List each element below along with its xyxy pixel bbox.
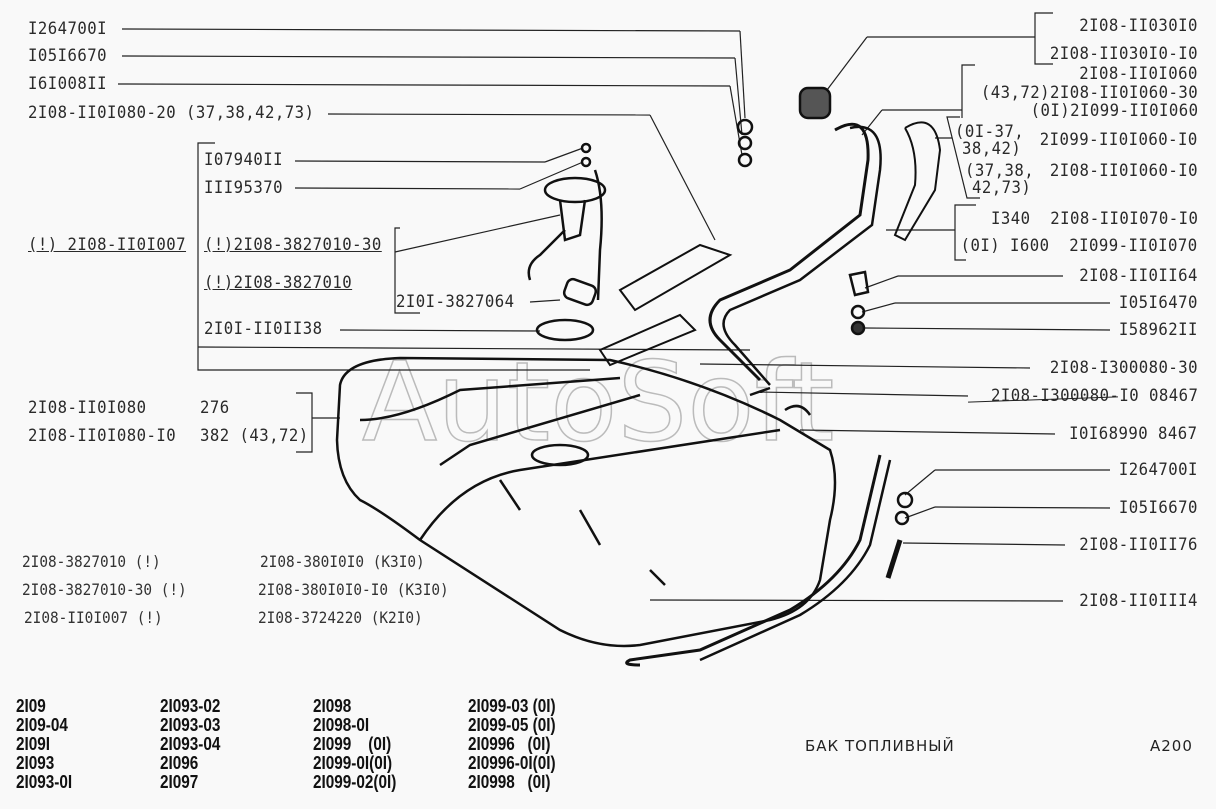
label-tank-1-qty: 276: [200, 398, 230, 418]
label-strap-10: 2I08-I300080-I0 08467: [990, 386, 1198, 406]
pump-module-part: (!) 2I08-II0I007: [28, 235, 187, 255]
note: 2I08-II0I007 (!): [24, 608, 163, 627]
diagram-code: A200: [1150, 737, 1193, 755]
label-spring-washer-bottom: I05I6670: [1118, 498, 1198, 518]
model: 2I099 (0I): [313, 734, 392, 754]
model: 2I098-0I: [313, 715, 370, 735]
note: 2I08-380I0I0 (K3I0): [260, 552, 425, 571]
label-filler-5-note-b: 42,73): [972, 178, 1032, 198]
label-filler-5-note-a: (37,38,: [965, 161, 1035, 181]
diagram-title: БАК ТОПЛИВНЫЙ: [805, 737, 955, 755]
label-strap-30: 2I08-I300080-30: [1049, 358, 1198, 378]
label-bolt: 2I08-II0II76: [1079, 535, 1198, 555]
label-nut-top: I6I008II: [28, 74, 108, 94]
leader-lines: [117, 12, 1111, 602]
model: 2I09: [16, 696, 46, 716]
label-clamp-2: I0I68990 8467: [1069, 424, 1198, 444]
model: 2I09-04: [16, 715, 68, 735]
label-hose-2: (0I) I600 2I099-II0I070: [960, 236, 1198, 256]
model: 2I09I: [16, 734, 51, 754]
label-tank-2-part: 2I08-II0I080-I0: [28, 426, 177, 446]
label-strap: 2I08-II0III4: [1079, 591, 1198, 611]
label-float-part: 2I0I-3827064: [396, 292, 515, 312]
label-filler-1: 2I08-II0I060: [1079, 64, 1198, 84]
label-tank-2-qty: 382 (43,72): [200, 426, 309, 446]
label-cap-1: 2I08-II030I0: [1079, 16, 1198, 36]
label-washer-bottom: I264700I: [1118, 460, 1198, 480]
note: 2I08-3724220 (K2I0): [258, 608, 423, 627]
label-sensor-30: (!)2I08-3827010-30: [204, 235, 382, 255]
model: 2I099-0I(0I): [313, 753, 393, 773]
label-pump-module: (!) 2I08-II0I007: [28, 235, 186, 255]
model: 2I093-03: [160, 715, 221, 735]
note: 2I08-3827010-30 (!): [22, 580, 187, 599]
label-spring-washer-top: I05I6670: [28, 46, 108, 66]
label-hose-1: I340 2I08-II0I070-I0: [990, 209, 1198, 229]
model: 2I0996 (0I): [468, 734, 551, 754]
model: 2I0996-0I(0I): [468, 753, 556, 773]
label-gasket: 2I0I-II0II38: [204, 319, 323, 339]
label-filler-4-note-a: (0I-37,: [955, 122, 1025, 142]
label-filler-4: 2I099-II0I060-I0: [1039, 130, 1198, 150]
label-pump-part-2: III95370: [204, 178, 284, 198]
model: 2I096: [160, 753, 199, 773]
label-nut: I58962II: [1118, 320, 1198, 340]
model: 2I093: [16, 753, 55, 773]
label-filler-3: (0I)2I099-II0I060: [1030, 101, 1198, 121]
label-sensor: (!)2I08-3827010: [204, 273, 353, 293]
label-washer: I05I6470: [1118, 293, 1198, 313]
label-washer-top: I264700I: [28, 19, 108, 39]
label-clamp: 2I08-II0II64: [1079, 266, 1198, 286]
note: 2I08-3827010 (!): [22, 552, 161, 571]
label-filler-5: 2I08-II0I060-I0: [1049, 161, 1198, 181]
label-pump-part-1: I07940II: [204, 150, 284, 170]
label-filler-4-note-b: 38,42): [962, 139, 1022, 159]
model: 2I098: [313, 696, 352, 716]
model: 2I099-05 (0I): [468, 715, 556, 735]
model: 2I097: [160, 772, 199, 792]
note: 2I08-380I0I0-I0 (K3I0): [258, 580, 449, 599]
model: 2I093-0I: [16, 772, 73, 792]
model: 2I093-04: [160, 734, 221, 754]
label-filler-2: (43,72)2I08-II0I060-30: [980, 83, 1198, 103]
label-tank-1-part: 2I08-II0I080: [28, 398, 147, 418]
model: 2I099-02(0I): [313, 772, 397, 792]
label-cap-2: 2I08-II030I0-I0: [1049, 44, 1198, 64]
model: 2I099-03 (0I): [468, 696, 556, 716]
label-hose-080-20: 2I08-II0I080-20 (37,38,42,73): [28, 103, 315, 123]
fuel-tank-drawing: [335, 86, 942, 667]
model: 2I093-02: [160, 696, 221, 716]
model: 2I0998 (0I): [468, 772, 551, 792]
